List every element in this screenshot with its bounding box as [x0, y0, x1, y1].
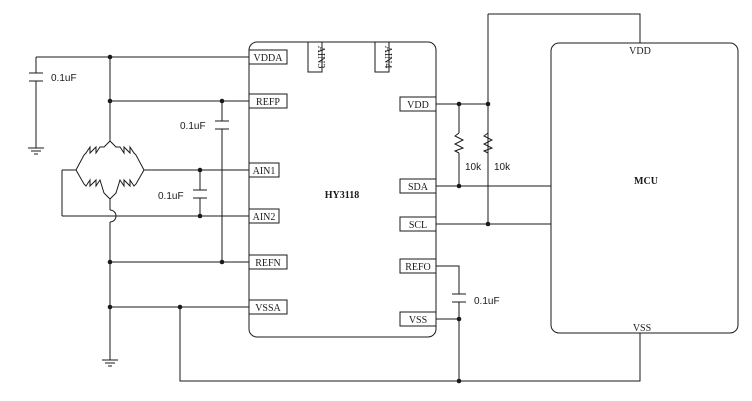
pin-label: REFN [255, 258, 281, 269]
pullup-sda-value: 10k [465, 162, 482, 173]
pullup-resistor-scl [482, 132, 494, 154]
bridge-sensor [75, 140, 145, 200]
chip-pin-vdd: VDD [399, 96, 437, 112]
chip-pin-vss: VSS [399, 311, 437, 327]
capacitor-refo [452, 293, 466, 303]
pin-label: VDD [407, 100, 429, 111]
capacitor-refo-value: 0.1uF [474, 296, 500, 307]
pin-label: AIN2 [253, 212, 276, 223]
junction-dots [107, 54, 491, 384]
capacitor-ain [193, 189, 207, 199]
chip-pin-vssa: VSSA [248, 299, 288, 315]
ground-symbol [28, 147, 44, 155]
crossover-hop [109, 209, 117, 223]
pullup-resistor-sda [453, 132, 465, 154]
pin-label: VSS [409, 315, 427, 326]
pin-label: AIN1 [253, 166, 276, 177]
chip-pin-ain2: AIN2 [248, 208, 280, 224]
chip-pin-sda: SDA [399, 178, 437, 194]
pin-label: AIN3 [315, 46, 326, 69]
mcu-vss-label: VSS [633, 323, 651, 334]
chip-pin-ain4: AIN4 [374, 41, 393, 73]
chip-pin-refo: REFO [399, 258, 437, 274]
capacitor-vdda [29, 72, 43, 82]
chip-pin-ain3: AIN3 [307, 41, 326, 73]
pin-label: REFO [405, 262, 431, 273]
chip-pin-vdda: VDDA [248, 49, 288, 65]
bridge-resistor [109, 169, 145, 200]
mcu-block [550, 42, 739, 334]
pin-label: VSSA [255, 303, 281, 314]
pin-label: SDA [408, 182, 429, 193]
pin-label: VDDA [254, 53, 284, 64]
bridge-resistor [75, 140, 111, 171]
chip-pin-refp: REFP [248, 93, 288, 109]
chip-pin-scl: SCL [399, 216, 437, 232]
capacitor-ain-value: 0.1uF [158, 191, 184, 202]
capacitor-vdda-value: 0.1uF [51, 73, 77, 84]
pin-label: SCL [409, 220, 427, 231]
capacitor-ref [215, 120, 229, 130]
pin-label: AIN4 [382, 46, 393, 69]
pin-label: REFP [256, 97, 280, 108]
ground-symbol [102, 359, 118, 367]
mcu-name: MCU [634, 176, 658, 187]
chip-pin-ain1: AIN1 [248, 162, 280, 178]
chip-name: HY3118 [325, 190, 359, 201]
chip-pin-refn: REFN [248, 254, 288, 270]
pullup-scl-value: 10k [494, 162, 511, 173]
bridge-resistor [109, 140, 145, 171]
mcu-vdd-label: VDD [629, 46, 651, 57]
capacitor-ref-value: 0.1uF [180, 121, 206, 132]
bridge-resistor [75, 169, 111, 200]
